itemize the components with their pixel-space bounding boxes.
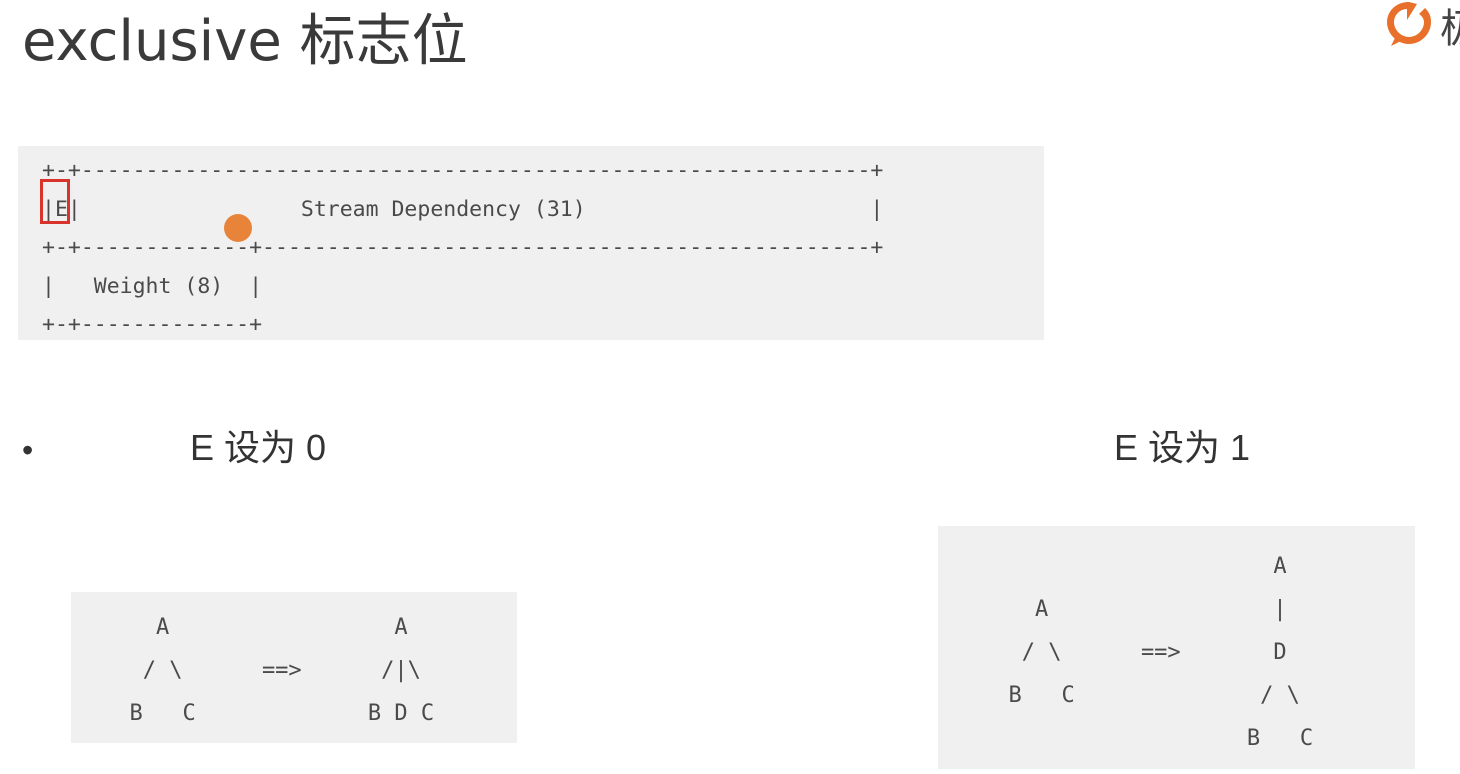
tree-text-e0: A A / \ ==> /|\ B C B D C xyxy=(103,606,434,735)
frame-line: +-+-------------+ xyxy=(42,312,263,337)
tree-diagram-e0: A A / \ ==> /|\ B C B D C xyxy=(71,592,517,743)
e-flag-highlight xyxy=(40,179,70,224)
case-label-e0: E 设为 0 xyxy=(190,427,327,468)
tree-line: B C B D C xyxy=(103,701,435,726)
tree-line: B C xyxy=(982,726,1314,751)
frame-line: +-+-------------------------------------… xyxy=(42,158,884,183)
tree-line: B C / \ xyxy=(982,683,1300,708)
tree-line: A xyxy=(982,554,1287,579)
brand-logo-icon xyxy=(1383,0,1435,48)
brand-logo-text: 极 xyxy=(1440,0,1460,54)
slide-title: exclusive 标志位 xyxy=(22,9,468,74)
pointer-cursor-icon xyxy=(224,214,252,242)
tree-diagram-e1: A A | / \ ==> D B C / \ B C xyxy=(938,526,1415,769)
frame-line: |E| Stream Dependency (31) | xyxy=(42,196,884,222)
frame-line: | Weight (8) | xyxy=(42,273,263,299)
case-label-e1: E 设为 1 xyxy=(1114,427,1251,468)
tree-line: A | xyxy=(982,597,1287,622)
bullet-icon: • xyxy=(22,432,34,468)
tree-line: A A xyxy=(103,615,408,640)
frame-format-diagram: +-+-------------------------------------… xyxy=(18,146,1044,340)
frame-line: +-+-------------+-----------------------… xyxy=(42,235,884,260)
tree-line: / \ ==> /|\ xyxy=(103,658,421,683)
frame-diagram-text: +-+-------------------------------------… xyxy=(42,152,883,345)
tree-text-e1: A A | / \ ==> D B C / \ B C xyxy=(982,545,1313,760)
tree-line: / \ ==> D xyxy=(982,640,1287,665)
